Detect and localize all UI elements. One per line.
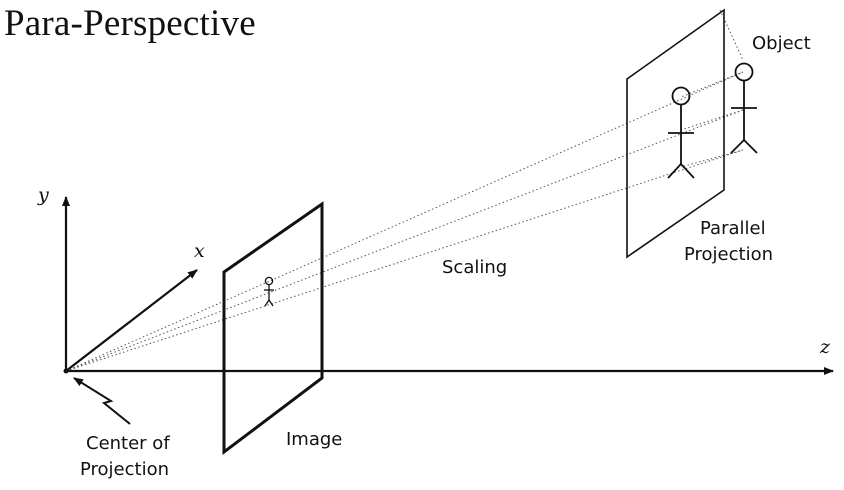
center-of-projection-point xyxy=(63,368,69,374)
image-label: Image xyxy=(286,429,343,450)
center-of-label: Center of xyxy=(86,433,170,454)
page-title: Para-Perspective xyxy=(4,3,256,44)
image-figure xyxy=(264,276,274,307)
y-axis-label: y xyxy=(38,184,49,206)
projection-label: Projection xyxy=(684,244,774,265)
projection-rays xyxy=(65,9,744,372)
x-axis-label: x xyxy=(194,240,205,262)
x-axis xyxy=(65,269,198,372)
scaling-label: Scaling xyxy=(442,257,508,278)
z-axis-label: z xyxy=(820,336,831,358)
projected-figure xyxy=(667,86,695,179)
object-label: Object xyxy=(752,33,811,54)
center-pointer-arrow xyxy=(73,377,131,425)
projection-center-label: Projection xyxy=(80,459,170,480)
image-plane xyxy=(222,201,324,456)
object-figure xyxy=(730,62,758,154)
parallel-projection-plane xyxy=(626,8,725,259)
parallel-label: Parallel xyxy=(700,218,766,239)
